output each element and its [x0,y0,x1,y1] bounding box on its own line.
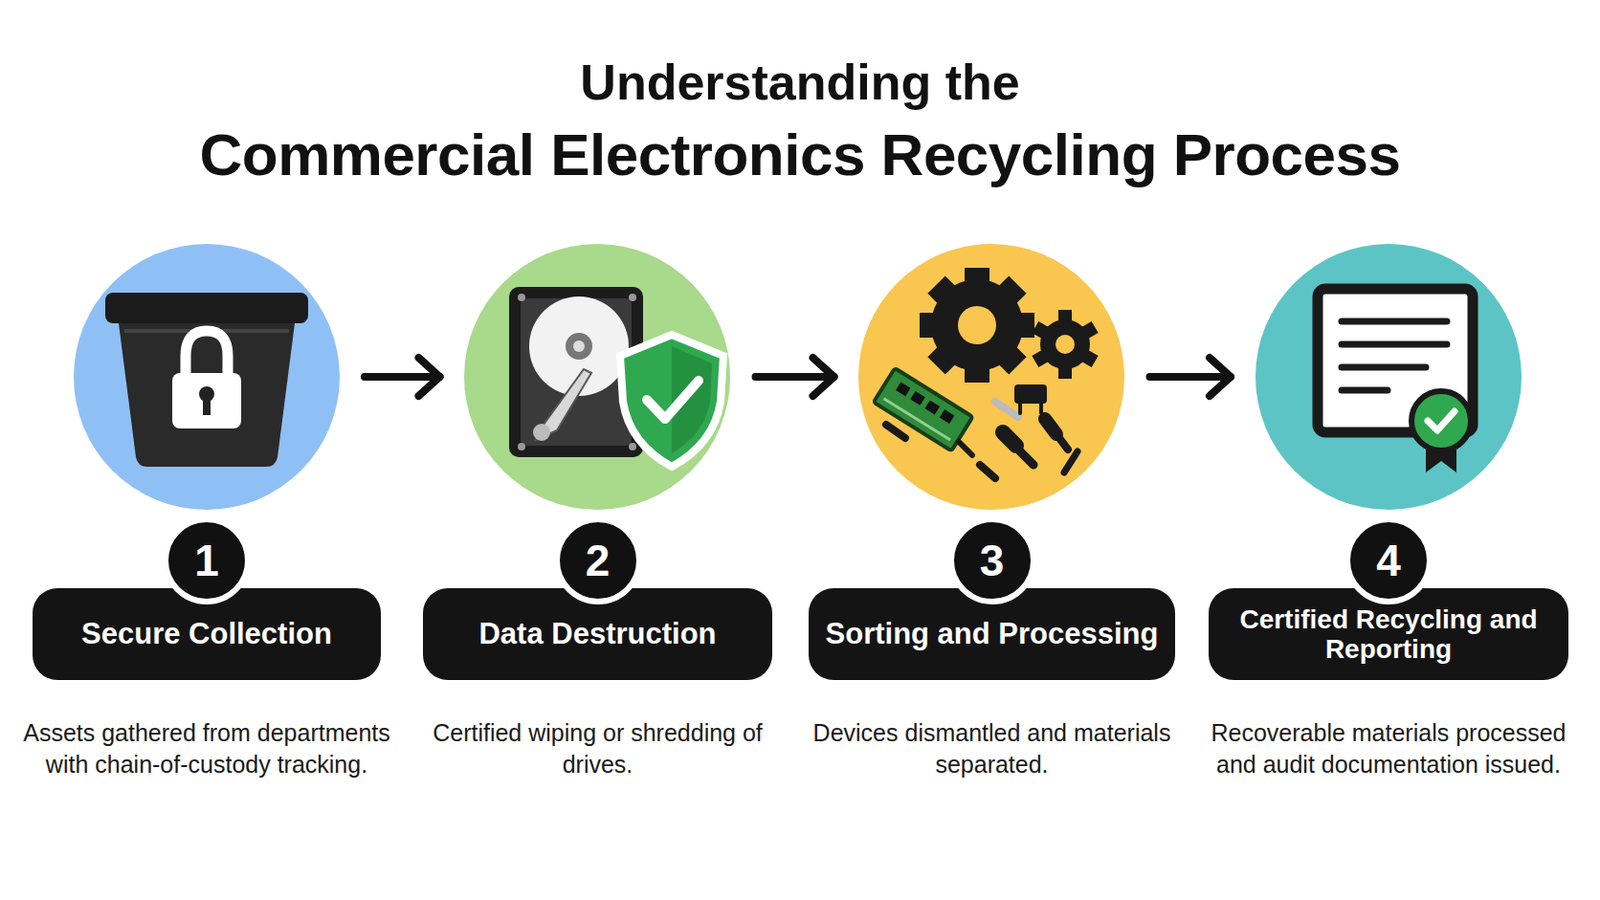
callout-number: 3 [979,538,1005,583]
callout-number: 2 [585,538,611,583]
step-description: Certified wiping or shredding of drives. [403,717,792,781]
step-heading: Secure Collection [81,618,333,652]
gears-icon [919,267,1099,383]
icon-circle [858,244,1125,511]
icon-slot [465,244,732,511]
flow-arrow [364,357,441,397]
callout-number: 1 [194,538,220,583]
step-description: Devices dismantled and materials separat… [789,717,1195,781]
shield-icon [620,334,724,467]
subtitle-label: Understanding the [0,55,1600,111]
diagram-title: Commercial Electronics Recycling Process [0,122,1600,188]
process-step: Data DestructionCertified wiping or shre… [422,239,773,814]
process-step: Sorting and ProcessingDevices dismantled… [808,239,1176,814]
step-number: 4 [1344,516,1433,605]
screws-icon [886,384,1078,479]
callout-number: 4 [1376,538,1401,583]
step-heading: Certified Recycling and Reporting [1223,604,1554,666]
step-number: 2 [554,516,643,605]
step-heading: Sorting and Processing [825,618,1159,652]
step-number: 1 [162,516,251,605]
step-heading: Data Destruction [478,618,716,652]
icon-slot [1255,244,1522,511]
process-step: Secure CollectionAssets gathered from de… [32,239,381,814]
icon-slot [73,244,340,511]
icon-circle [464,244,731,511]
process-step: Certified Recycling and ReportingRecover… [1208,239,1569,814]
icon-circle [73,244,340,511]
certificate-icon [1317,288,1473,473]
icon-slot [859,244,1126,511]
circuit-board-icon [873,368,974,451]
flow-arrow [1150,357,1232,397]
step-description: Assets gathered from departments with ch… [13,717,400,781]
icon-circle [1255,244,1522,511]
locked-bin-icon [105,292,309,467]
flow-arrow [755,357,835,397]
step-number: 3 [948,516,1037,605]
step-description: Recoverable materials processed and audi… [1189,717,1588,781]
